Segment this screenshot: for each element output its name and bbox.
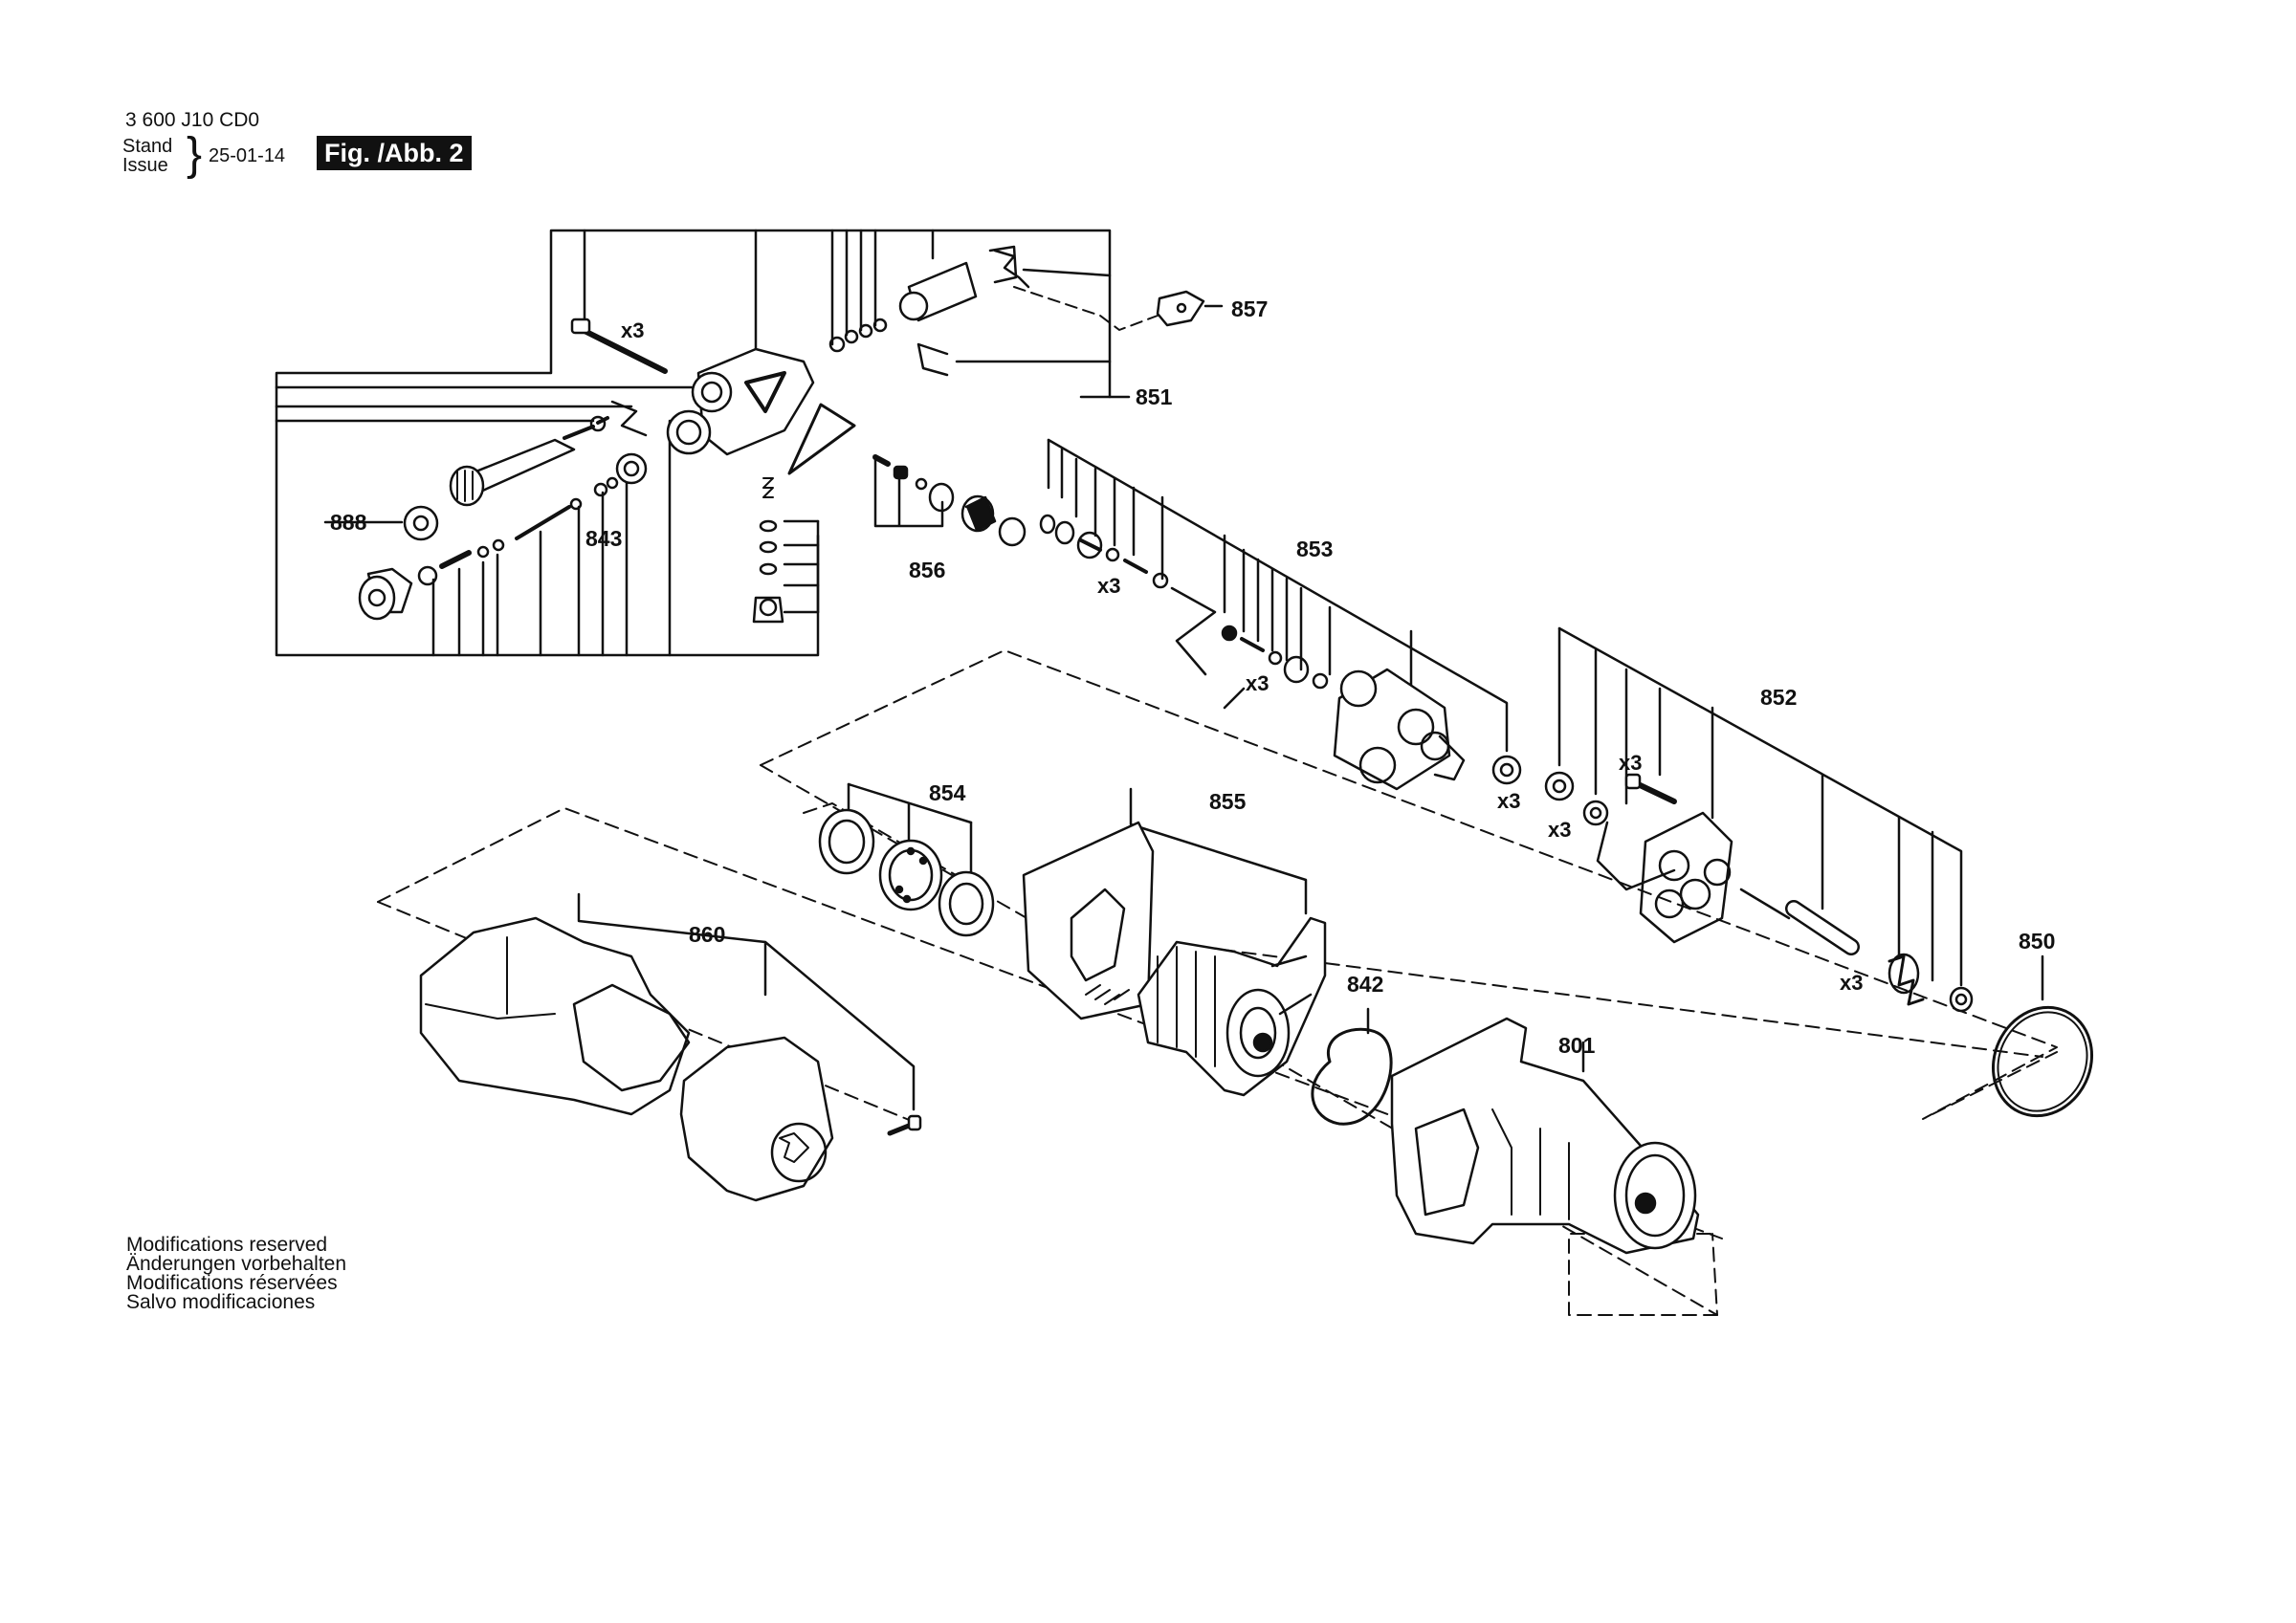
quantity-mark-853b: x3: [1246, 671, 1269, 695]
quantity-mark-screws: x3: [621, 318, 644, 342]
footer-line-es: Salvo modificaciones: [126, 1291, 316, 1313]
footer-line-en: Modifications reserved: [126, 1234, 328, 1256]
quantity-mark-853a: x3: [1097, 574, 1120, 598]
housing-cover-860: [419, 892, 922, 1202]
part-label-853: 853: [1296, 537, 1333, 561]
footer-line-de: Änderungen vorbehalten: [126, 1253, 347, 1275]
part-label-852: 852: [1760, 685, 1797, 710]
o-ring-842: [1311, 1007, 1393, 1126]
issue-label: Issue: [122, 155, 168, 176]
issue-date: 25-01-14: [209, 145, 286, 166]
pump-head-parts: [570, 245, 1030, 475]
footer-line-fr: Modifications réservées: [126, 1272, 338, 1294]
part-label-856: 856: [909, 558, 945, 582]
part-label-842: 842: [1347, 972, 1383, 997]
part-label-850: 850: [2019, 929, 2055, 954]
pump-housing-801: [1390, 1017, 1700, 1255]
motor-with-flange: [1137, 916, 1327, 1097]
brace-glyph: }: [187, 129, 203, 180]
valve-insert-parts: [752, 454, 1027, 624]
part-label-843: 843: [585, 526, 622, 551]
valve-seat-group-853: [1039, 438, 1522, 791]
part-label-888: 888: [330, 510, 367, 535]
piston-tube-parts: [358, 415, 648, 621]
quantity-mark-852a: x3: [1619, 751, 1642, 775]
quantity-mark-853c: x3: [1497, 789, 1520, 813]
pump-head-assembly-frame: [275, 229, 1131, 657]
quantity-mark-852b: x3: [1548, 818, 1571, 842]
part-label-855: 855: [1209, 789, 1247, 814]
o-ring-850: [1991, 954, 2094, 1118]
bearing-group-854: [818, 782, 995, 937]
fan-housing-855: [1022, 787, 1308, 1020]
key-part-857: [1013, 286, 1224, 331]
quantity-mark-852c: x3: [1840, 971, 1863, 995]
part-label-854: 854: [929, 780, 966, 805]
part-label-851: 851: [1136, 384, 1173, 409]
figure-badge: Fig. /Abb. 2: [317, 136, 472, 170]
stand-label: Stand: [122, 136, 173, 157]
part-label-860: 860: [689, 922, 725, 947]
document-number: 3 600 J10 CD0: [125, 109, 260, 131]
part-label-857: 857: [1231, 296, 1268, 321]
part-label-801: 801: [1558, 1033, 1596, 1058]
footer-notes: Modifications reserved Änderungen vorbeh…: [126, 1234, 347, 1313]
piston-plate-group-852: [1544, 626, 1974, 1013]
